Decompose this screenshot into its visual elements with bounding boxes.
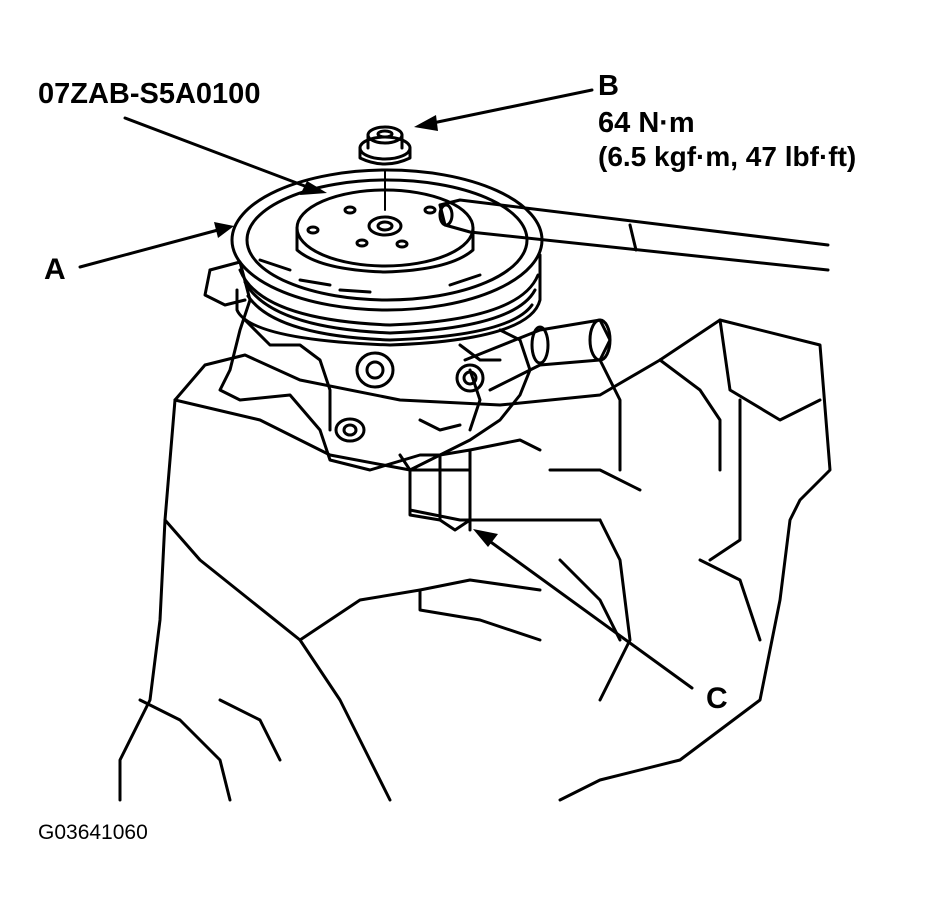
figure-code: G03641060	[38, 821, 148, 844]
pump-body	[203, 260, 532, 472]
b-leader-line	[426, 88, 594, 126]
special-tool-number: 07ZAB-S5A0100	[38, 78, 261, 110]
tool-arrowhead	[300, 181, 327, 195]
tool-leader-line	[123, 116, 312, 190]
callout-c-label: C	[706, 682, 728, 715]
callout-b-label: B	[598, 70, 619, 102]
torque-spec-alt-units: (6.5 kgf·m, 47 lbf·ft)	[598, 141, 857, 172]
c-arrowhead	[473, 529, 498, 547]
flange-nut	[358, 125, 412, 211]
callout-a-label: A	[44, 253, 66, 286]
a-leader-line	[78, 228, 220, 269]
c-leader-line	[486, 538, 694, 690]
a-arrowhead	[214, 222, 234, 238]
hose-fitting	[455, 318, 612, 393]
torque-spec-nm: 64 N·m	[598, 107, 695, 139]
pulley-holder-tool	[438, 198, 830, 272]
engine-block	[118, 318, 832, 802]
pump-bracket	[408, 438, 542, 532]
b-arrowhead	[414, 115, 438, 131]
pulley	[230, 168, 544, 347]
callout-arrows	[78, 88, 694, 690]
